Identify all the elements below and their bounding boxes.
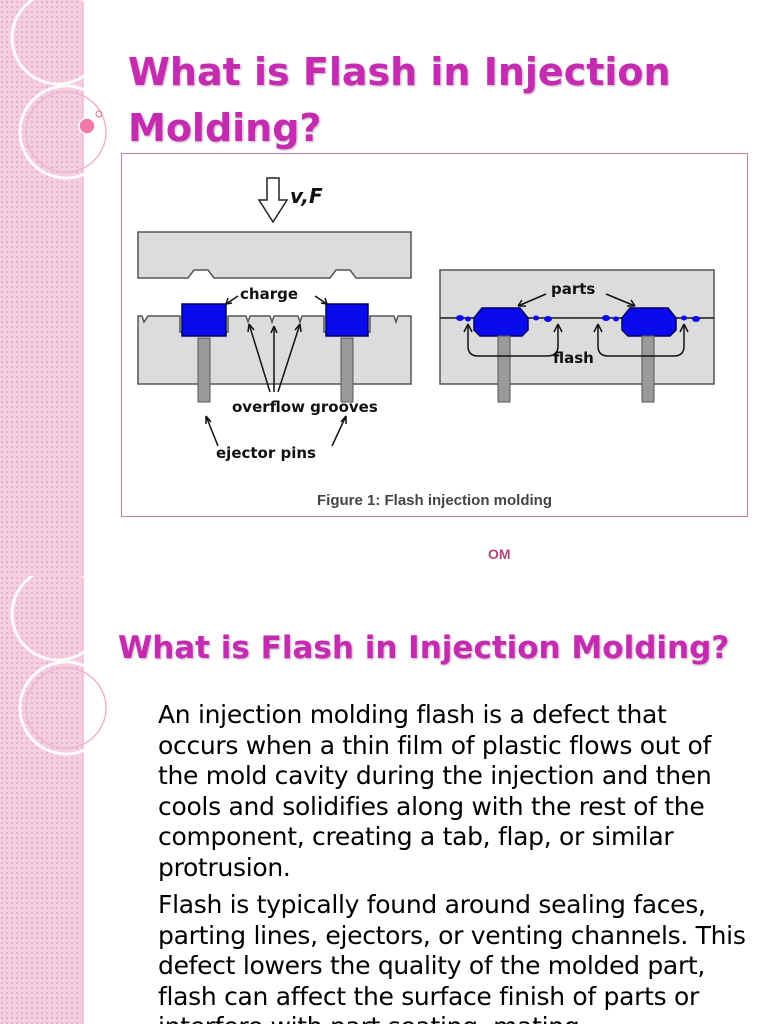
force-arrow-icon [257,177,289,224]
figure-caption: Figure 1: Flash injection molding [316,492,552,509]
molded-part-left [473,307,529,337]
ejector-pin-closed-right [641,335,655,403]
paragraph-definition: An injection molding flash is a defect t… [158,700,712,882]
overflow-grooves-label: overflow grooves [232,398,378,416]
force-label: v,F [290,184,323,208]
ejector-pin-closed-left [497,335,511,403]
molded-part-right [621,307,677,337]
parts-label: parts [551,280,596,298]
flash-molding-figure: v,F charge overflow grooves ejector pins… [121,153,748,517]
slide-title: What is Flash in Injection Molding? [128,50,671,150]
ejector-pins-label: ejector pins [216,444,316,462]
ejector-pin-right [340,337,354,403]
slide-2: What is Flash in Injection Molding? An i… [0,576,768,1024]
decorative-side-stripe [0,0,84,576]
flash-label: flash [553,349,594,367]
paragraph-location: Flash is typically found around sealing … [158,890,746,1024]
decorative-rings [10,0,114,180]
decorative-rings [10,576,114,756]
decorative-side-stripe [0,576,84,1024]
slide-title: What is Flash in Injection Molding? [118,630,730,666]
charge-label: charge [240,285,299,303]
charge-left [181,303,227,337]
mold-diagram [137,177,715,447]
slide-1: What is Flash in Injection Molding? [0,0,748,576]
ejector-pin-left [197,337,211,403]
charge-right [325,303,369,337]
upper-mold-plate [137,231,412,279]
footer-fragment: OM [488,546,511,562]
